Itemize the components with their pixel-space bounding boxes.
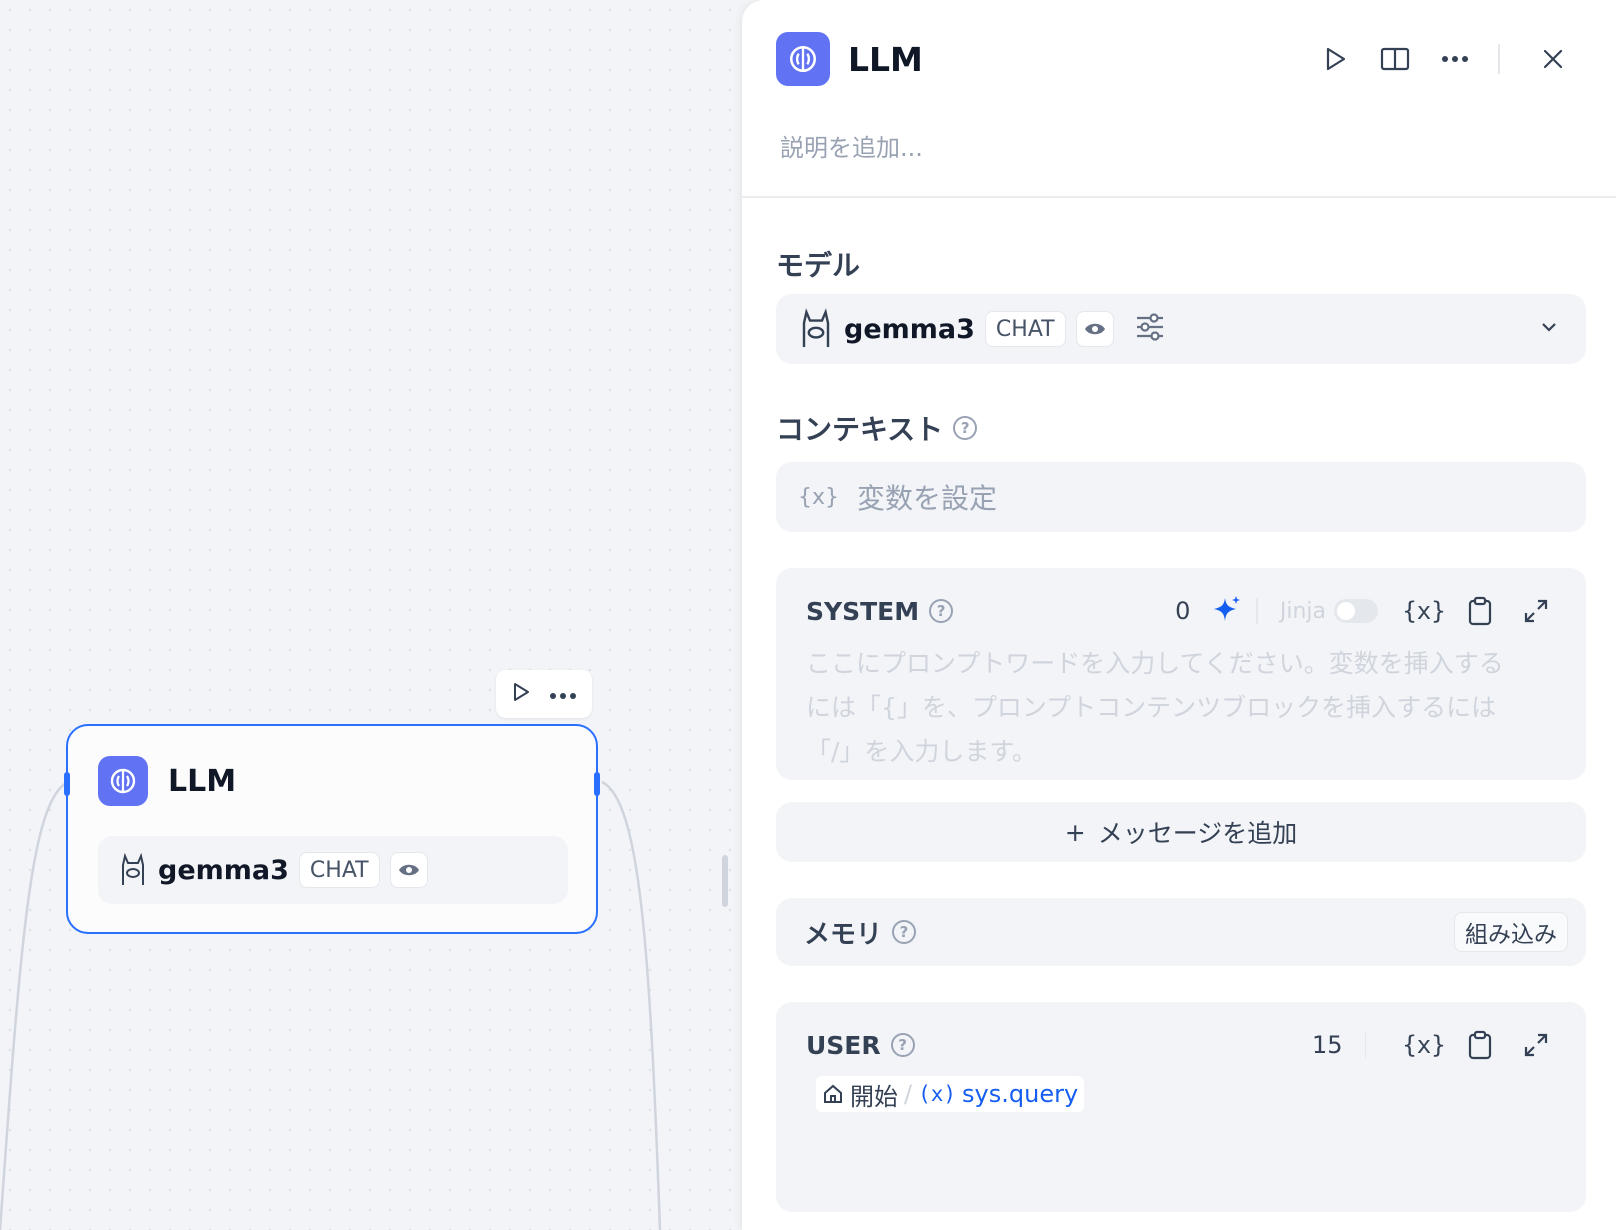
more-button[interactable] <box>1432 38 1478 80</box>
user-token-count: 15 <box>1311 1031 1343 1059</box>
insert-variable-button[interactable]: {x} <box>1402 1031 1446 1059</box>
model-label-text: モデル <box>776 249 861 282</box>
panel-resize-handle[interactable] <box>722 855 728 907</box>
jinja-switch[interactable] <box>1334 599 1378 623</box>
node-output-handle[interactable] <box>594 772 600 796</box>
node-title: LLM <box>168 764 237 799</box>
expand-icon <box>1524 1033 1548 1057</box>
more-icon <box>550 692 576 699</box>
memory-label-text: メモリ <box>804 919 883 950</box>
node-input-handle[interactable] <box>64 772 70 796</box>
llm-node[interactable]: LLM gemma3 CHAT <box>64 724 600 934</box>
description-input[interactable]: 説明を追加... <box>780 134 923 162</box>
add-message-button[interactable]: + メッセージを追加 <box>776 802 1586 862</box>
node-toolbar <box>496 670 592 718</box>
tool-divider <box>1256 598 1258 624</box>
user-prompt-editor: USER ? 15 {x} 開始 / (x) sys.query <box>776 1002 1586 1212</box>
context-variable-selector[interactable]: {x} 変数を設定 <box>776 462 1586 532</box>
expand-button[interactable] <box>1516 1026 1556 1064</box>
user-prompt-header: USER ? 15 {x} <box>806 1026 1556 1064</box>
builtin-memory-button[interactable]: 組み込み <box>1454 912 1568 952</box>
help-icon[interactable]: ? <box>892 920 917 944</box>
panel-header-actions <box>1312 38 1590 80</box>
tool-divider <box>1364 1032 1366 1058</box>
system-role-label: SYSTEM ? <box>806 596 954 626</box>
home-icon <box>824 1084 842 1103</box>
system-prompt-editor: SYSTEM ? 0 Jinja {x} <box>776 568 1586 780</box>
node-more-button[interactable] <box>549 685 577 704</box>
close-panel-button[interactable] <box>1530 38 1576 80</box>
copy-button[interactable] <box>1460 592 1500 630</box>
node-model-info: gemma3 CHAT <box>98 836 568 904</box>
eye-icon <box>1075 311 1114 347</box>
help-icon[interactable]: ? <box>890 1033 915 1057</box>
panel-title[interactable]: LLM <box>848 40 923 79</box>
settings-sliders-icon <box>1136 313 1163 341</box>
user-role-text: USER <box>806 1030 881 1060</box>
add-message-label: メッセージを追加 <box>1097 819 1298 848</box>
system-prompt-tools: 0 Jinja {x} <box>1175 592 1556 630</box>
node-model-name: gemma3 <box>158 854 289 886</box>
prompt-generator-button[interactable] <box>1212 594 1242 628</box>
chip-variable-name: sys.query <box>962 1080 1079 1108</box>
variable-reference-chip[interactable]: 開始 / (x) sys.query <box>816 1076 1085 1112</box>
variable-icon: (x) <box>918 1082 957 1106</box>
jinja-label: Jinja <box>1279 598 1326 624</box>
llm-brain-icon <box>776 32 830 86</box>
memory-section: メモリ ? 組み込み <box>776 898 1586 966</box>
expand-icon <box>1524 599 1548 623</box>
chip-node-name: 開始 <box>850 1082 898 1111</box>
context-placeholder: 変数を設定 <box>857 482 998 515</box>
plus-icon: + <box>1064 817 1086 847</box>
close-icon <box>1543 49 1563 69</box>
book-icon <box>1380 47 1410 71</box>
copy-button[interactable] <box>1460 1026 1500 1064</box>
context-section-label: コンテキスト ? <box>776 408 978 448</box>
memory-label: メモリ ? <box>804 914 917 951</box>
help-docs-button[interactable] <box>1372 38 1418 80</box>
system-prompt-input[interactable]: ここにプロンプトワードを入力してください。変数を挿入するには「{」を、プロンプト… <box>806 649 1504 766</box>
llama-model-icon <box>122 853 144 885</box>
llm-brain-icon <box>98 756 148 806</box>
model-mode-badge: CHAT <box>984 311 1066 347</box>
jinja-toggle[interactable]: Jinja <box>1280 599 1378 624</box>
chip-separator: / <box>904 1080 913 1108</box>
node-run-button[interactable] <box>511 681 531 707</box>
play-icon <box>1326 47 1346 71</box>
play-icon <box>514 683 529 701</box>
model-section-label: モデル <box>776 244 860 284</box>
system-prompt-header: SYSTEM ? 0 Jinja {x} <box>806 592 1556 630</box>
sparkle-icon <box>1214 596 1241 621</box>
user-role-label: USER ? <box>806 1031 915 1060</box>
system-role-text: SYSTEM <box>806 596 920 626</box>
eye-icon <box>389 852 428 888</box>
clipboard-icon <box>1468 1030 1492 1060</box>
llama-model-icon <box>802 308 830 347</box>
node-mode-badge: CHAT <box>298 852 380 888</box>
model-params-button[interactable] <box>1134 312 1166 346</box>
variable-icon: {x} <box>798 484 840 510</box>
header-divider <box>1498 44 1500 74</box>
run-node-button[interactable] <box>1312 38 1358 80</box>
user-prompt-tools: 15 {x} <box>1312 1026 1556 1064</box>
chevron-down-icon <box>1542 323 1556 332</box>
help-icon[interactable]: ? <box>929 599 954 623</box>
help-icon[interactable]: ? <box>953 416 978 440</box>
selected-model-name: gemma3 <box>844 313 975 345</box>
system-token-count: 0 <box>1175 597 1191 625</box>
expand-button[interactable] <box>1516 592 1556 630</box>
workflow-canvas[interactable]: LLM gemma3 CHAT <box>0 0 742 1230</box>
model-selector[interactable]: gemma3 CHAT <box>776 294 1586 364</box>
header-divider-line <box>742 196 1616 198</box>
edge-lines <box>0 780 662 1230</box>
insert-variable-button[interactable]: {x} <box>1402 597 1446 625</box>
more-icon <box>1442 56 1468 62</box>
context-label-text: コンテキスト <box>776 413 944 446</box>
clipboard-icon <box>1468 596 1492 626</box>
node-settings-panel: LLM 説明を追加... モデル gemma3 CHAT コンテキスト <box>742 0 1616 1230</box>
